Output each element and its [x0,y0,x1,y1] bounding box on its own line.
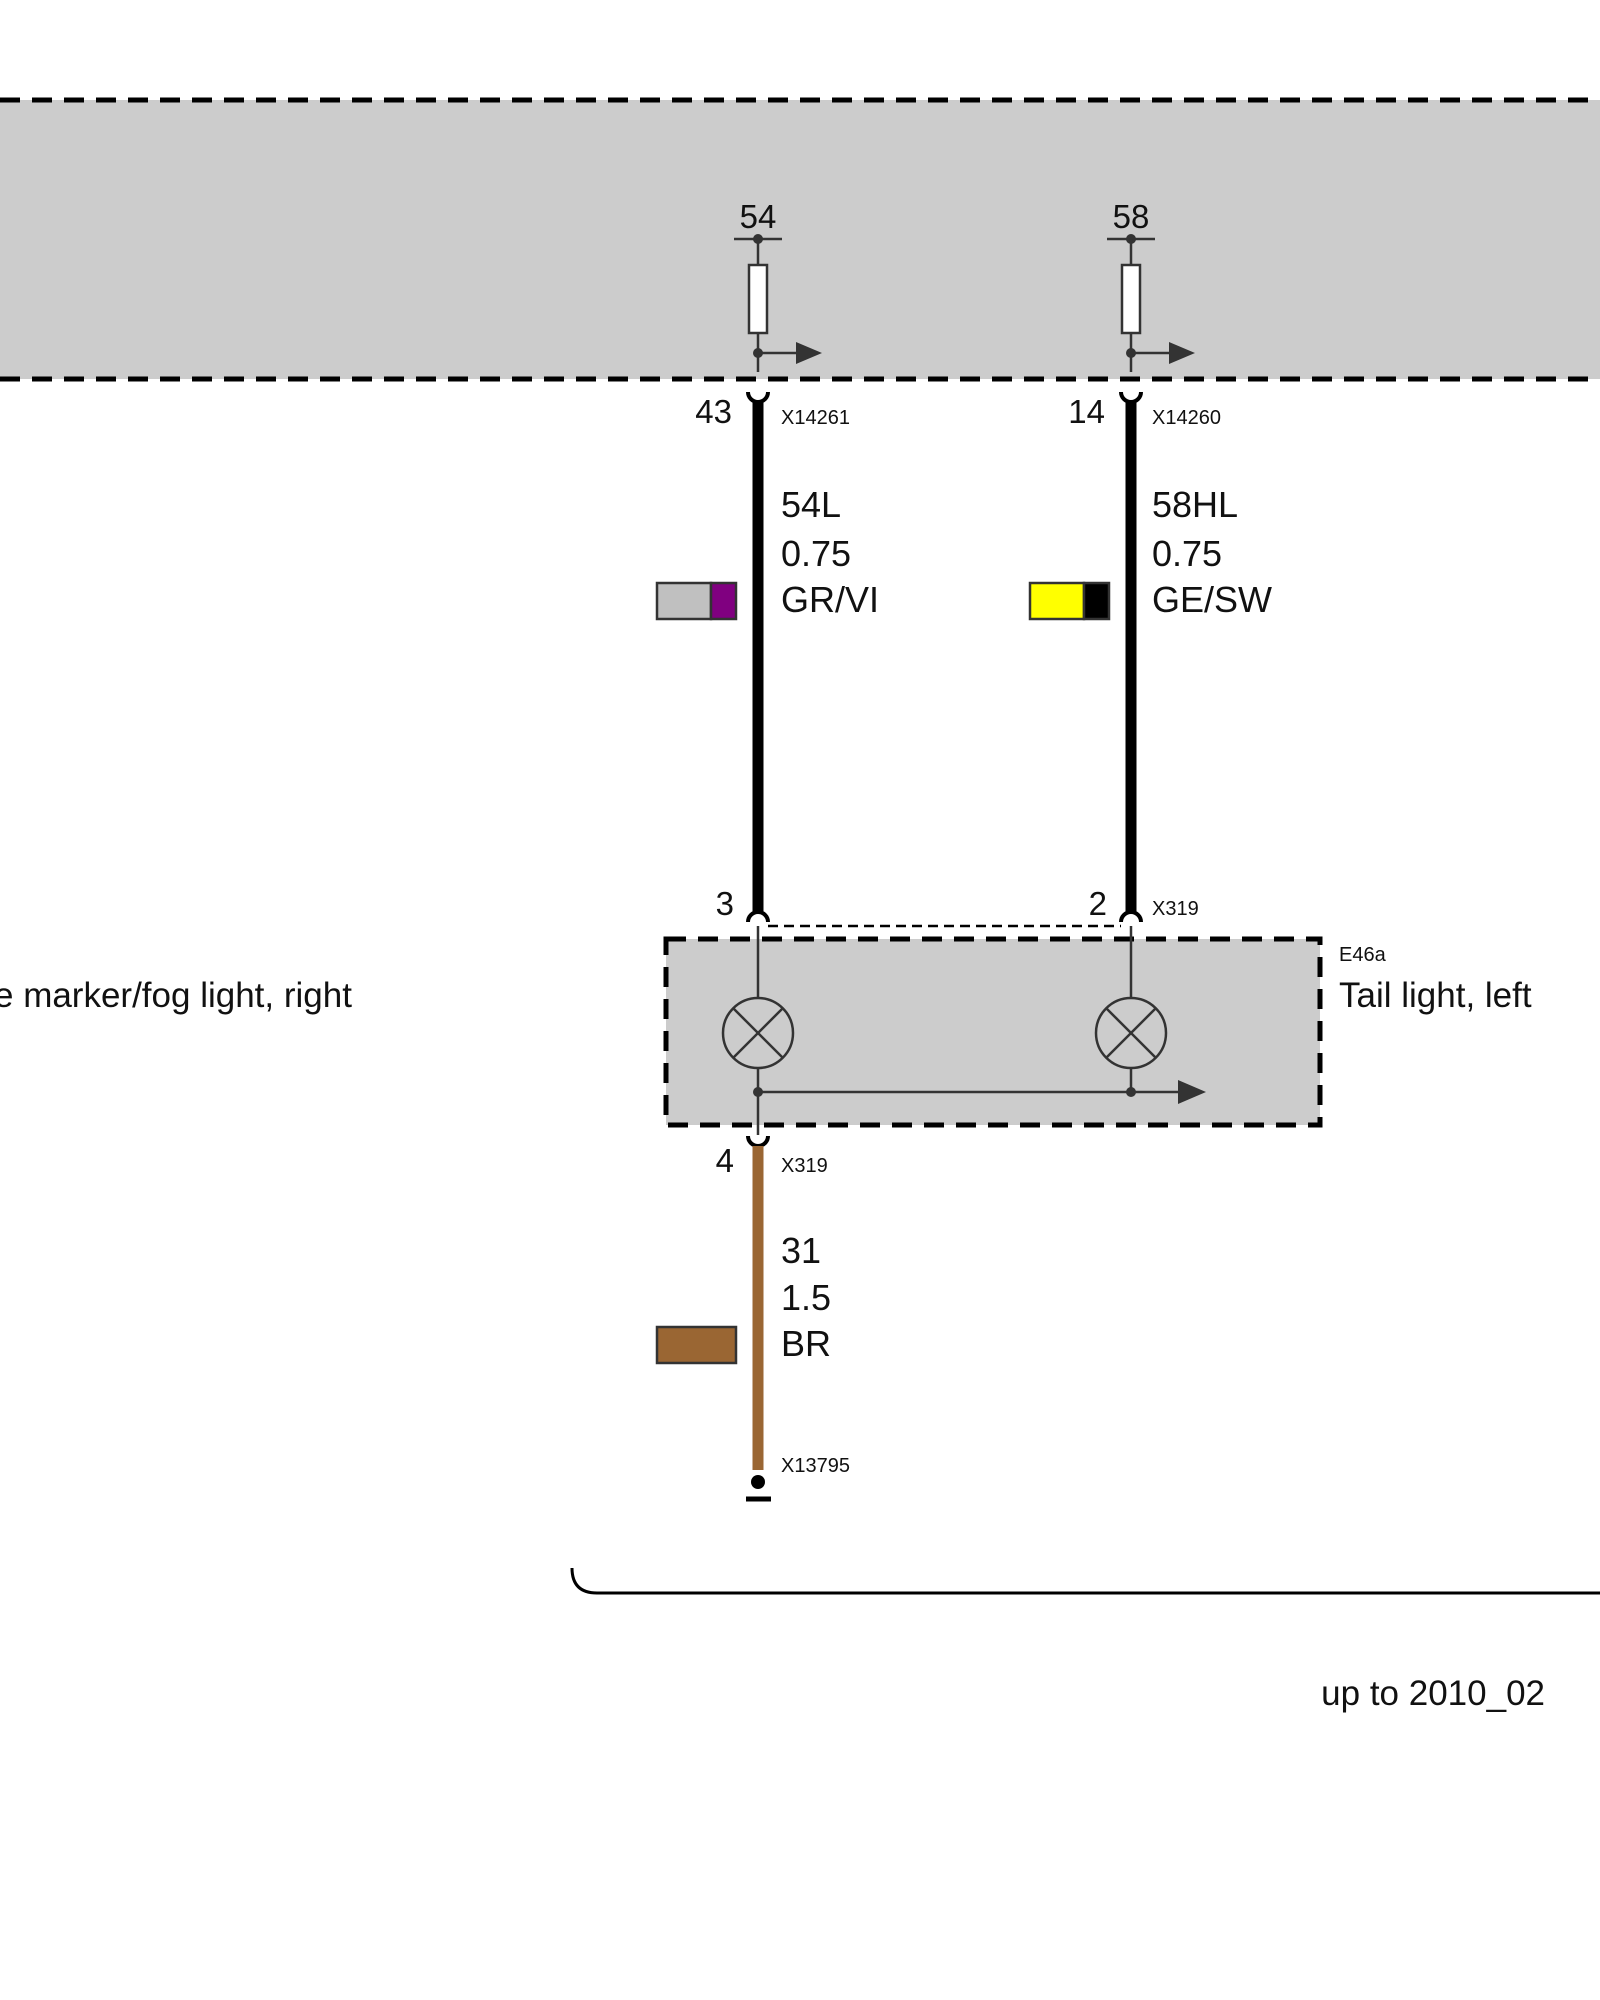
arrow-right-icon [1178,1080,1206,1104]
pin-number: 14 [1068,393,1105,430]
connector-x319-top: 3 2 X319 [716,885,1199,928]
connector-id: X319 [781,1155,828,1177]
wire-color-swatch [1028,581,1111,621]
wire-color-swatch [655,1325,738,1365]
control-module [0,97,1600,382]
module-circuit-54: 54 [734,198,822,372]
wire-31-ground: 4 X319 31 1.5 BR [655,1135,831,1470]
wire-color-swatch [655,581,738,621]
ground-point: X13795 [746,1455,850,1502]
connector-id: X319 [1152,898,1199,920]
connector-id: X13795 [781,1455,850,1477]
wire-color-code: BR [781,1323,831,1364]
wire-54l: 43 X14261 54L 0.75 GR/VI [655,393,879,912]
connector-id: X14260 [1152,407,1221,429]
resistor-icon [747,263,769,335]
terminal-58-label: 58 [1113,198,1150,235]
connector-pin-icon [746,1135,770,1148]
pin-number: 43 [695,393,732,430]
connector-pin-icon [1119,391,1143,404]
wire-signal: 31 [781,1230,821,1271]
connector-pin-icon [746,910,770,923]
pin-number: 4 [716,1142,734,1179]
wire-58hl: 14 X14260 58HL 0.75 GE/SW [1028,393,1272,912]
pin-number: 2 [1089,885,1107,922]
arrow-right-icon [1169,342,1195,364]
ground-icon [751,1475,765,1489]
wire-gauge: 0.75 [1152,533,1222,574]
wire-color-code: GE/SW [1152,579,1272,620]
connector-id: X14261 [781,407,850,429]
wire-gauge: 1.5 [781,1277,831,1318]
wire-signal: 58HL [1152,484,1238,525]
variant-note: up to 2010_02 [1321,1674,1545,1713]
variant-bracket [570,1567,1600,1595]
connector-pin-icon [746,391,770,404]
terminal-54-label: 54 [740,198,777,235]
component-name: Tail light, left [1339,976,1532,1015]
tail-light-left: E46a Tail light, left [663,926,1532,1135]
wire-gauge: 0.75 [781,533,851,574]
side-component-label: e marker/fog light, right [0,976,352,1015]
wire-color-code: GR/VI [781,579,879,620]
wire-signal: 54L [781,484,841,525]
component-id: E46a [1339,944,1387,966]
module-circuit-58: 58 [1107,198,1195,372]
arrow-right-icon [796,342,822,364]
resistor-icon [1120,263,1142,335]
connector-pin-icon [1119,910,1143,923]
pin-number: 3 [716,885,734,922]
